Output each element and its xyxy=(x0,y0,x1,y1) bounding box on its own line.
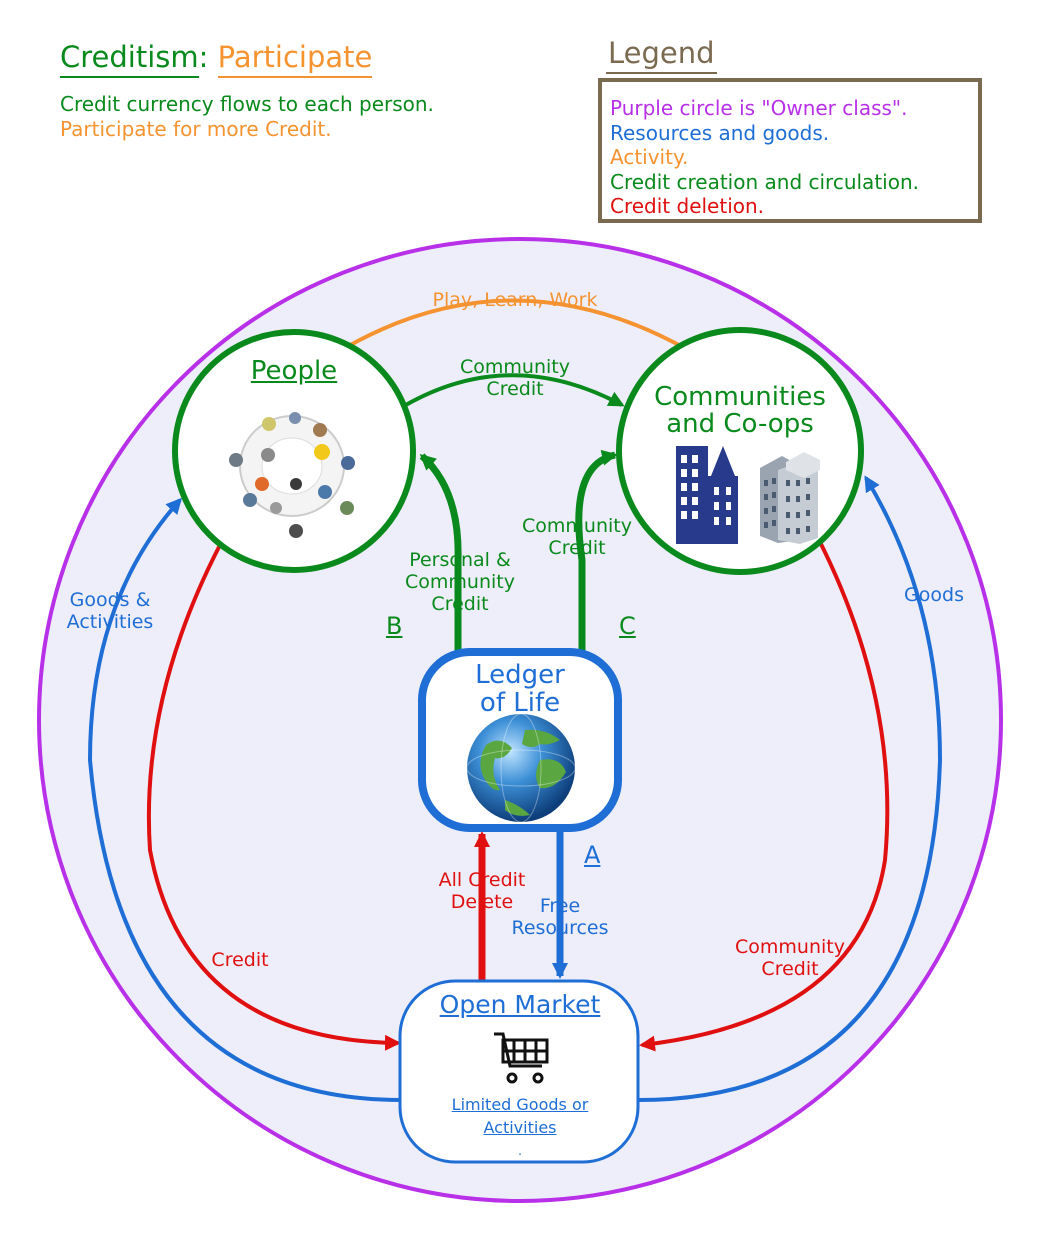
all-credit-delete-label-2: Delete xyxy=(450,891,514,913)
globe-icon xyxy=(466,713,576,823)
ledger-title-line1: Ledger xyxy=(475,660,565,690)
communities-title-line2: and Co-ops xyxy=(666,409,814,439)
title-separator: : xyxy=(198,40,209,74)
community-credit-red-arrow xyxy=(639,537,890,1052)
credit-red-arrow xyxy=(146,544,401,1051)
legend-owner-class: Purple circle is "Owner class". xyxy=(610,96,908,120)
legend-resources: Resources and goods. xyxy=(610,120,830,145)
ledger-title-line2: of Life xyxy=(479,688,561,718)
personal-community-label-2: Community xyxy=(405,571,515,593)
open-market-node xyxy=(398,979,640,1164)
goods-label: Goods xyxy=(904,584,964,606)
community-credit-c-arrow xyxy=(575,449,618,655)
play-learn-work-arrow xyxy=(336,298,690,354)
market-caption-line2: Activities xyxy=(483,1118,557,1137)
people-title: People xyxy=(250,356,338,386)
community-credit-mid-label-2: Credit xyxy=(548,537,606,559)
flow-letter-b: B xyxy=(386,612,403,640)
title-creditism: Creditism xyxy=(60,40,199,78)
communities-title-line1: Communities xyxy=(654,382,826,412)
market-caption-line1: Limited Goods or xyxy=(451,1095,589,1114)
free-resources-label-1: Free xyxy=(539,895,581,917)
legend-box: Purple circle is "Owner class". Resource… xyxy=(598,78,982,223)
market-caption-dot: . xyxy=(518,1144,522,1158)
flow-letter-c: C xyxy=(619,612,636,640)
people-ring-icon xyxy=(229,412,355,538)
buildings-icon xyxy=(676,446,820,544)
goods-activities-label-1: Goods & xyxy=(69,589,151,611)
play-learn-work-label: Play, Learn, Work xyxy=(432,289,598,311)
goods-arrow xyxy=(637,475,943,1102)
legend-credit-creation: Credit creation and circulation. xyxy=(610,169,919,194)
goods-activities-label-2: Activities xyxy=(66,611,154,633)
credit-label: Credit xyxy=(211,949,269,971)
page-title: Creditism: Participate xyxy=(60,40,373,78)
personal-community-credit-arrow xyxy=(419,453,462,655)
community-credit-top-label-2: Credit xyxy=(486,378,544,400)
flow-letter-a: A xyxy=(584,841,601,869)
free-resources-label-2: Resources xyxy=(511,917,609,939)
goods-activities-arrow xyxy=(87,497,403,1102)
legend-title: Legend xyxy=(606,36,717,74)
open-market-title: Open Market xyxy=(439,990,601,1019)
subtitle-credit-flow: Credit currency flows to each person. xyxy=(60,92,434,116)
communities-node xyxy=(616,327,864,575)
all-credit-delete-label-1: All Credit xyxy=(438,869,526,891)
subtitle-participate: Participate for more Credit. xyxy=(60,117,332,141)
community-credit-mid-label-1: Community xyxy=(522,515,632,537)
personal-community-label-1: Personal & xyxy=(409,549,511,571)
community-credit-top-label-1: Community xyxy=(460,356,570,378)
personal-community-label-3: Credit xyxy=(431,593,489,615)
title-participate: Participate xyxy=(217,40,373,78)
shopping-cart-icon xyxy=(494,1032,549,1084)
legend-activity: Activity. xyxy=(610,145,689,169)
community-credit-red-label-1: Community xyxy=(735,936,845,958)
community-credit-top-arrow xyxy=(403,373,625,408)
legend-credit-deletion: Credit deletion. xyxy=(610,194,765,218)
community-credit-red-label-2: Credit xyxy=(761,958,819,980)
